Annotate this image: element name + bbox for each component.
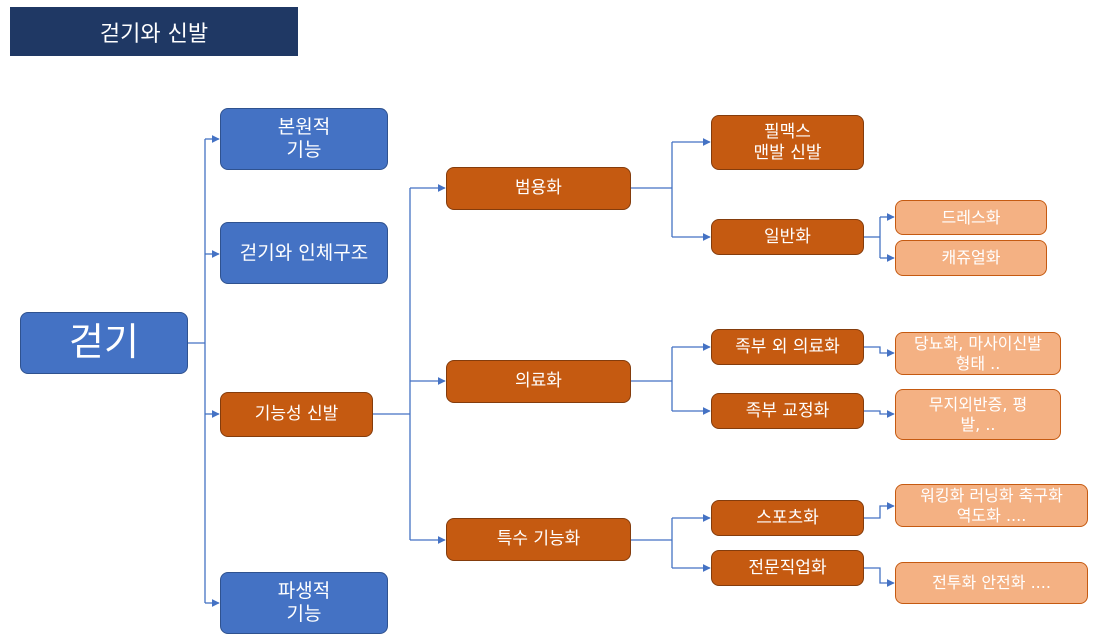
node-medical: 의료화 (446, 360, 631, 403)
node-walking-and-body: 걷기와 인체구조 (220, 222, 388, 284)
node-extra-foot-medical: 족부 외 의료화 (711, 329, 864, 365)
node-dress-shoes: 드레스화 (895, 200, 1047, 235)
title-text: 걷기와 신발 (99, 21, 209, 47)
node-combat-safety: 전투화 안전화 .... (895, 562, 1088, 604)
node-general-purpose: 범용화 (446, 167, 631, 210)
node-foot-correction: 족부 교정화 (711, 393, 864, 429)
node-sports-shoes: 스포츠화 (711, 500, 864, 536)
node-casual-shoes: 캐쥬얼화 (895, 240, 1047, 276)
node-occupational-shoes: 전문직업화 (711, 550, 864, 586)
node-diabetic-massage: 당뇨화, 마사이신발 형태 .. (895, 332, 1061, 375)
node-derived-function: 파생적 기능 (220, 572, 388, 634)
title-banner: 걷기와 신발 (10, 7, 298, 56)
node-walking: 걷기 (20, 312, 188, 374)
connector-to-bunion (864, 410, 895, 418)
node-functional-shoes: 기능성 신발 (220, 392, 373, 437)
connector-to-diabetic (864, 346, 895, 357)
node-walking-running-soccer: 워킹화 러닝화 축구화 역도화 .... (895, 484, 1088, 527)
node-filmax-barefoot: 필맥스 맨발 신발 (711, 115, 864, 170)
connector-to-combat-safety (864, 567, 895, 587)
node-bunion-flatfoot: 무지외반증, 평 발, .. (895, 389, 1061, 440)
node-original-function: 본원적 기능 (220, 108, 388, 170)
node-ordinary-shoes: 일반화 (711, 219, 864, 255)
node-special-function: 특수 기능화 (446, 518, 631, 561)
connector-to-walking-running (864, 502, 895, 519)
